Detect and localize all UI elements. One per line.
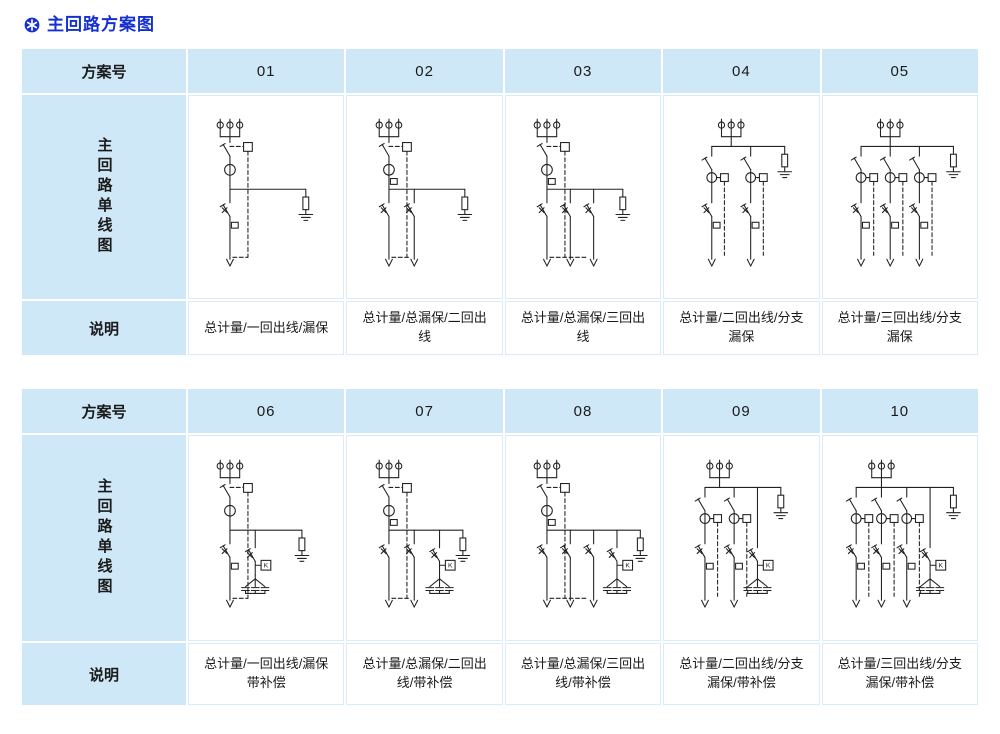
scheme-number-header: 方案号 [22, 49, 186, 93]
diagram-row-label: 主回路单线图 [22, 95, 186, 299]
title-star-icon [24, 17, 40, 33]
circuit-diagram-02 [346, 95, 503, 299]
circuit-diagram-05 [821, 95, 978, 299]
scheme-number: 01 [188, 49, 345, 93]
scheme-number: 09 [663, 389, 820, 433]
single-line-diagram: K [375, 459, 470, 608]
scheme-description: 总计量/总漏保/三回出线/带补偿 [504, 643, 662, 705]
scheme-number: 05 [821, 49, 978, 93]
page-title-row: 主回路方案图 [24, 16, 978, 33]
scheme-description: 总计量/三回出线/分支漏保 [821, 301, 978, 355]
scheme-description: 总计量/三回出线/分支漏保/带补偿 [821, 643, 978, 705]
scheme-number: 10 [821, 389, 978, 433]
circuit-diagram-07: K [346, 435, 503, 641]
scheme-number: 06 [188, 389, 345, 433]
svg-text:K: K [625, 563, 630, 570]
svg-text:K: K [938, 563, 943, 570]
single-line-diagram [701, 118, 793, 267]
scheme-number: 02 [346, 49, 503, 93]
svg-text:K: K [264, 563, 269, 570]
diagram-row-label: 主回路单线图 [22, 435, 186, 641]
scheme-number-header: 方案号 [22, 389, 186, 433]
scheme-number: 07 [346, 389, 503, 433]
description-row-label: 说明 [22, 301, 186, 355]
scheme-description: 总计量/二回出线/分支漏保/带补偿 [663, 643, 820, 705]
svg-text:K: K [766, 563, 771, 570]
single-line-diagram: K [695, 459, 789, 608]
scheme-description: 总计量/二回出线/分支漏保 [663, 301, 820, 355]
single-line-diagram: K [533, 459, 648, 608]
scheme-description: 总计量/总漏保/二回出线 [346, 301, 503, 355]
single-line-diagram [533, 118, 631, 267]
circuit-diagram-10: K [821, 435, 978, 641]
scheme-description: 总计量/一回出线/漏保 [188, 301, 345, 355]
single-line-diagram [850, 118, 961, 267]
single-line-diagram [375, 118, 472, 267]
scheme-number: 04 [663, 49, 820, 93]
single-line-diagram [216, 118, 314, 267]
scheme-number: 08 [504, 389, 662, 433]
circuit-diagram-08: K [504, 435, 662, 641]
single-line-diagram: K [216, 459, 310, 608]
page-title: 主回路方案图 [47, 15, 155, 34]
scheme-description: 总计量/总漏保/三回出线 [504, 301, 662, 355]
scheme-description: 总计量/总漏保/二回出线/带补偿 [346, 643, 503, 705]
svg-text:K: K [448, 563, 453, 570]
circuit-diagram-09: K [663, 435, 820, 641]
scheme-description: 总计量/一回出线/漏保带补偿 [188, 643, 345, 705]
scheme-number: 03 [504, 49, 662, 93]
circuit-diagram-04 [663, 95, 820, 299]
circuit-diagram-01 [188, 95, 345, 299]
single-line-diagram: K [845, 459, 961, 608]
circuit-diagram-03 [504, 95, 662, 299]
description-row-label: 说明 [22, 643, 186, 705]
circuit-diagram-06: K [188, 435, 345, 641]
